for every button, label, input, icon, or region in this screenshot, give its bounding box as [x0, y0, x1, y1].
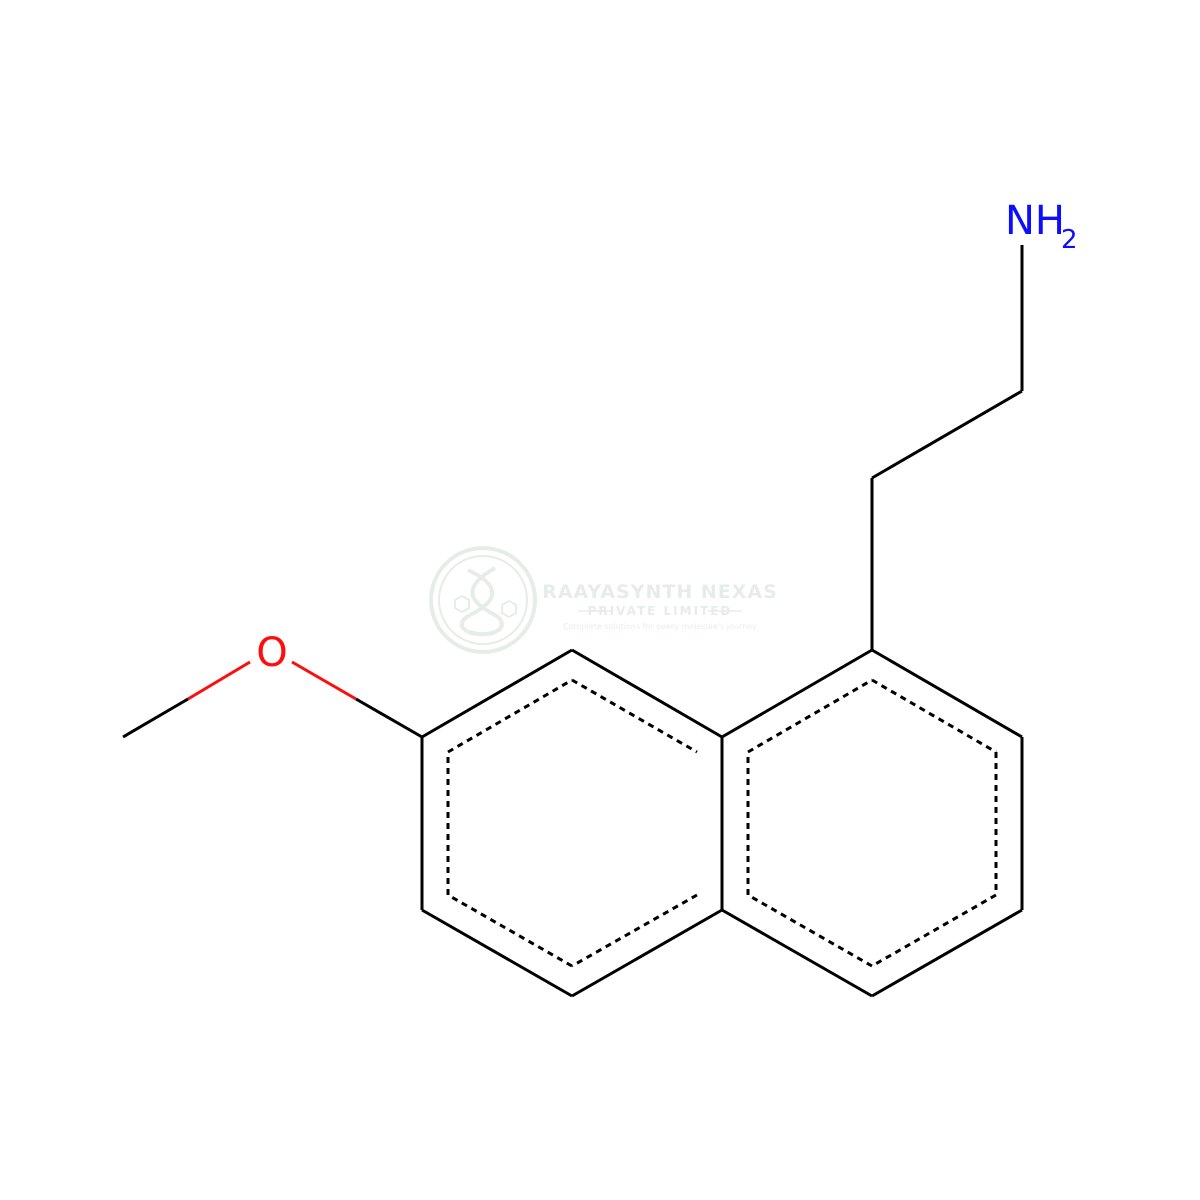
aromatic-inner-bond — [447, 893, 573, 968]
watermark-logo-ring — [429, 546, 537, 654]
aromatic-inner-bond — [871, 678, 997, 754]
oxygen-atom-label: O — [256, 630, 287, 676]
bond-c8a-c1 — [721, 648, 873, 739]
nitrogen-atom-label: NH — [1005, 198, 1065, 244]
bond-ch2-ch2 — [871, 389, 1023, 480]
bond-c7-c8 — [421, 648, 573, 739]
watermark-company-type: PRIVATE LIMITED — [588, 604, 733, 618]
bond-c4a-c5 — [571, 908, 723, 998]
hexagon-icon-2 — [501, 599, 517, 619]
watermark-logo-inner-ring — [438, 555, 528, 645]
bond-c7-o-red — [291, 660, 357, 701]
hexagon-icon — [454, 594, 470, 614]
watermark-tagline: Complete solutions for every molecule's … — [563, 622, 757, 631]
bond-o-ch3-black — [122, 697, 189, 739]
watermark-company-name: RAAYASYNTH NEXAS — [542, 581, 778, 603]
dna-helix-strand-icon — [469, 566, 504, 637]
bond-c5-c6 — [421, 908, 573, 998]
nitrogen-hydrogen-subscript: 2 — [1061, 225, 1078, 255]
bond-c3-c4 — [871, 908, 1023, 998]
aromatic-inner-bond — [571, 678, 698, 754]
company-watermark: RAAYASYNTH NEXAS PRIVATE LIMITED Complet… — [429, 546, 778, 654]
bond-c4-c4a — [721, 908, 873, 998]
aromatic-inner-bond — [447, 678, 573, 754]
dna-helix-icon — [460, 568, 496, 637]
aromatic-inner-bond — [747, 893, 873, 968]
bond-o-ch3-red — [187, 660, 251, 701]
aromatic-inner-bond — [871, 893, 997, 968]
bond-c7-o-black — [355, 697, 423, 739]
bond-c1-c2 — [871, 648, 1023, 739]
bond-c8-c8a — [571, 648, 723, 739]
aromatic-inner-bond — [747, 678, 873, 754]
aromatic-inner-bond — [571, 893, 698, 968]
